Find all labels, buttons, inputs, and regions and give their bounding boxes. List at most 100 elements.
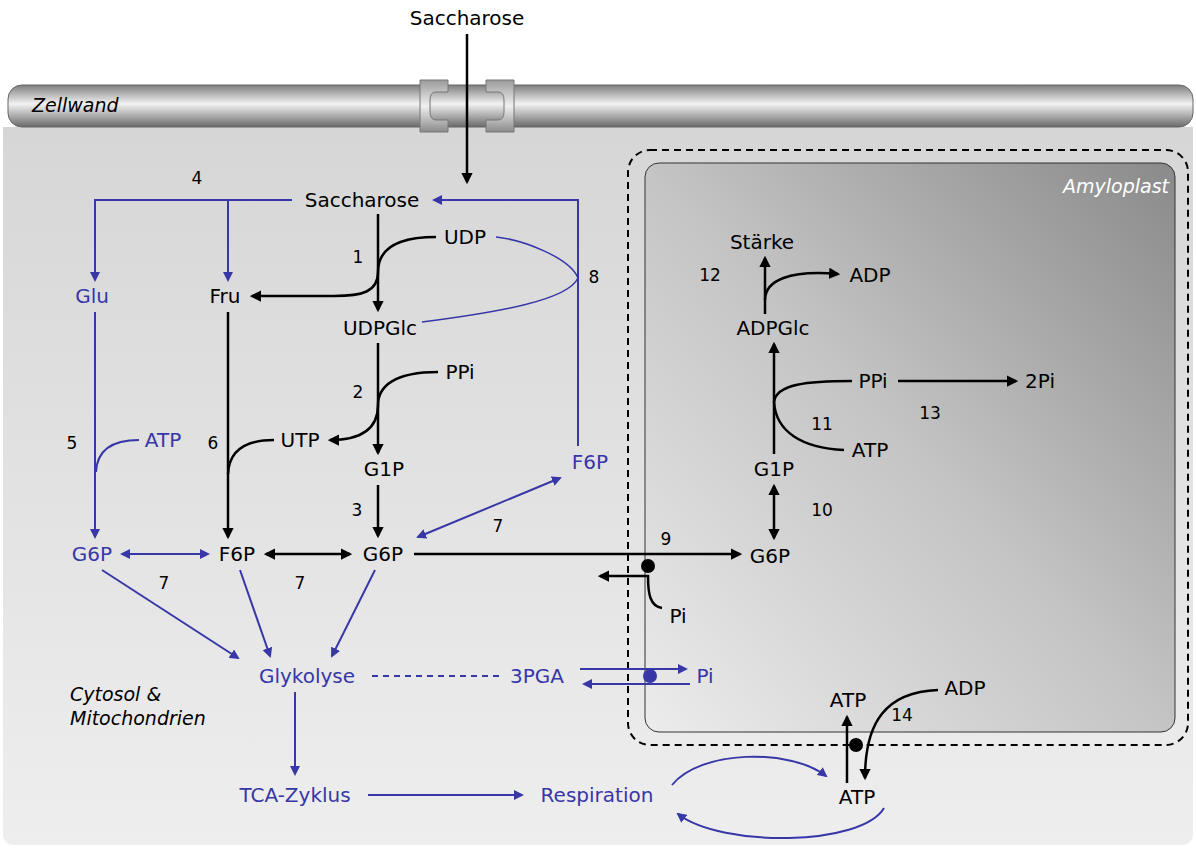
- metabolite: F6P: [219, 544, 255, 564]
- metabolite: Pi: [669, 606, 686, 626]
- blue-reaction-arrows: [294, 692, 296, 774]
- blue-reaction-arrows: [418, 478, 560, 537]
- metabolite: G6P: [363, 544, 403, 564]
- metabolite: Glu: [75, 286, 109, 306]
- metabolite: PPi: [858, 371, 887, 391]
- metabolite: Fru: [210, 286, 241, 306]
- translocator-dots: [643, 669, 657, 683]
- metabolite: UDPGlc: [343, 318, 417, 338]
- blue-reaction-arrows: [368, 794, 522, 796]
- metabolite: G1P: [754, 459, 794, 479]
- callout-number: 1: [353, 249, 364, 266]
- blue-reaction-arrows: [580, 668, 686, 670]
- metabolite: ATP: [852, 440, 888, 460]
- amyloplast-envelope: [645, 163, 1175, 732]
- metabolite: Saccharose: [305, 190, 420, 210]
- black-reaction-arrows: [330, 372, 438, 440]
- black-reaction-arrows: [414, 553, 740, 556]
- callout-number: 10: [811, 502, 833, 519]
- cell-ground: [3, 127, 1193, 845]
- cell-region: Cytosol & Mitochondrien Amyloplast: [3, 127, 1193, 845]
- cell-wall-band: Zellwand: [8, 85, 1193, 127]
- black-reaction-arrows: [466, 34, 469, 182]
- translocator-dots: [641, 559, 655, 573]
- metabolite: UDP: [444, 227, 486, 247]
- black-reaction-arrows: [865, 690, 938, 778]
- metabolite: F6P: [572, 452, 608, 472]
- black-reaction-arrows: [774, 402, 844, 450]
- blue-reaction-arrows: [672, 757, 826, 785]
- metabolite: ADP: [944, 678, 985, 698]
- callout-number: 7: [295, 575, 306, 592]
- callout-number: 12: [699, 267, 721, 284]
- black-reaction-arrows: [228, 440, 274, 474]
- black-reaction-arrows: [773, 486, 776, 538]
- metabolite: UTP: [281, 430, 320, 450]
- blue-reaction-arrows: [332, 570, 375, 656]
- callout-number: 6: [208, 435, 219, 452]
- blue-reaction-arrows: [422, 237, 578, 322]
- metabolite: ATP: [145, 430, 181, 450]
- callout-number: 7: [493, 518, 504, 535]
- metabolite: G6P: [750, 546, 790, 566]
- pathway-label: TCA-Zyklus: [239, 785, 350, 805]
- black-reaction-arrows: [774, 381, 852, 402]
- metabolite: PPi: [445, 362, 474, 382]
- metabolite: 3PGA: [510, 666, 564, 686]
- callout-number: 4: [192, 170, 203, 187]
- callout-number: 9: [661, 531, 672, 548]
- metabolite: Saccharose: [410, 8, 525, 28]
- region-label: Zellwand: [32, 94, 119, 118]
- amyloplast-envelope: [628, 150, 1188, 745]
- blue-reaction-arrows: [372, 675, 500, 677]
- black-reaction-arrows: [266, 553, 350, 556]
- black-reaction-arrows: [227, 312, 230, 537]
- blue-reaction-arrows: [240, 570, 270, 656]
- cell-wall: [8, 85, 1193, 127]
- metabolite: ADPGlc: [736, 318, 809, 338]
- callout-number: 11: [811, 416, 833, 433]
- translocator-dots: [849, 738, 863, 752]
- cell-wall: [8, 80, 1193, 132]
- metabolite: ADP: [849, 265, 890, 285]
- black-reaction-arrows: [764, 258, 767, 314]
- black-reaction-arrows: [252, 237, 436, 296]
- region-label: Amyloplast: [645, 175, 1181, 199]
- region-label: Cytosol & Mitochondrien: [70, 683, 245, 731]
- black-reaction-arrows: [846, 717, 849, 783]
- callout-number: 13: [919, 405, 941, 422]
- callout-number: 14: [891, 707, 913, 724]
- blue-reaction-arrows: [102, 570, 238, 658]
- black-reaction-arrows: [228, 34, 1016, 783]
- black-reaction-arrows: [600, 576, 662, 608]
- blue-reaction-arrows: [96, 440, 139, 472]
- blue-reaction-arrows: [95, 200, 884, 838]
- blue-reaction-arrows: [227, 200, 229, 280]
- metabolite: 2Pi: [1025, 371, 1055, 391]
- pathway-label: Respiration: [541, 785, 654, 805]
- metabolite: Pi: [696, 666, 713, 686]
- callout-number: 2: [353, 384, 364, 401]
- cell-wall: [420, 80, 448, 132]
- blue-reaction-arrows: [94, 312, 96, 537]
- metabolite: ATP: [830, 690, 866, 710]
- black-reaction-arrows: [377, 485, 380, 536]
- metabolite: ATP: [839, 787, 875, 807]
- black-reaction-arrows: [898, 380, 1016, 383]
- callout-number: 8: [589, 269, 600, 286]
- metabolite: G6P: [72, 544, 112, 564]
- callout-number: 3: [352, 502, 363, 519]
- metabolite: Stärke: [730, 232, 794, 252]
- amyloplast-envelope: [628, 150, 1188, 745]
- black-reaction-arrows: [765, 273, 838, 300]
- blue-reaction-arrows: [434, 200, 578, 446]
- pathway-label: Glykolyse: [259, 666, 355, 686]
- callout-number: 5: [67, 435, 78, 452]
- blue-reaction-arrows: [678, 808, 884, 838]
- blue-reaction-arrows: [122, 553, 208, 555]
- blue-reaction-arrows: [95, 200, 292, 280]
- metabolite: G1P: [364, 459, 404, 479]
- cell-ground: [3, 127, 1193, 845]
- translocator-dots: [641, 559, 863, 752]
